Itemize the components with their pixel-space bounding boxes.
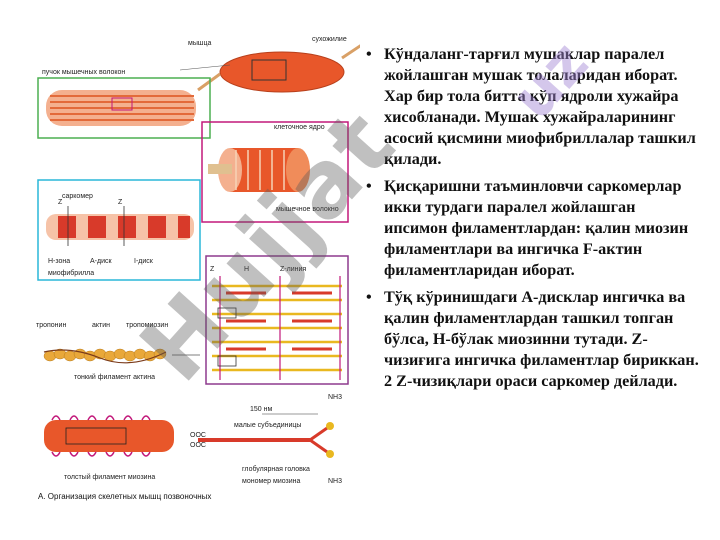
label-cooc-2: ООС bbox=[190, 442, 206, 449]
label-actin: актин bbox=[92, 322, 111, 329]
thin-filament bbox=[43, 348, 167, 364]
label-h-zone: Н-зона bbox=[48, 258, 71, 265]
label-nh3-top: NH3 bbox=[328, 394, 343, 401]
label-h-top: Н bbox=[244, 266, 250, 273]
myosin-monomer bbox=[198, 413, 334, 458]
sarcomere-filaments bbox=[212, 284, 342, 372]
sarcomere-frame bbox=[205, 255, 349, 385]
fiber-bundle-frame bbox=[37, 77, 211, 139]
label-globular-head: глобулярная головка bbox=[242, 466, 310, 473]
myofibril-frame bbox=[37, 179, 201, 281]
label-fiber-bundle: пучок мышечных волокон bbox=[42, 69, 126, 76]
bullet-list: •Кўндаланг-тарғил мушаклар паралел жойла… bbox=[362, 44, 702, 392]
bullet-text: Қисқаришни таъминловчи саркомерлар икки … bbox=[384, 177, 689, 279]
bullet-item: •Қисқаришни таъминловчи саркомерлар икки… bbox=[366, 177, 689, 279]
figure-caption: А. Организация скелетных мышц позвоночны… bbox=[38, 492, 212, 501]
label-tendon: сухожилие bbox=[312, 36, 347, 43]
thick-filament bbox=[44, 415, 174, 457]
label-a-disc: А-диск bbox=[90, 258, 112, 265]
label-tropomyosin: тропомиозин bbox=[126, 322, 169, 329]
label-z1: Z bbox=[58, 199, 63, 206]
label-i-disc: I-диск bbox=[134, 258, 153, 265]
muscle-fiber-frame bbox=[201, 121, 349, 223]
bullet-text: Тўқ кўринишдаги А-дисклар ингичка ва қал… bbox=[384, 288, 699, 390]
label-muscle-fiber: мышечное волокно bbox=[276, 206, 339, 213]
zoom-box-1 bbox=[251, 59, 287, 81]
label-z2: Z bbox=[118, 199, 123, 206]
bullet-item: •Кўндаланг-тарғил мушаклар паралел жойла… bbox=[366, 45, 696, 168]
label-thick-filament: толстый филамент миозина bbox=[64, 474, 156, 481]
label-troponin: тропонин bbox=[36, 322, 67, 329]
muscle-fiber bbox=[208, 148, 310, 192]
label-cooc-1: ООС bbox=[190, 432, 206, 439]
label-myofibril: миофибрилла bbox=[48, 270, 95, 277]
bullet-item: •Тўқ кўринишдаги А-дисклар ингичка ва қа… bbox=[366, 288, 699, 390]
label-150nm: 150 нм bbox=[250, 406, 273, 413]
fiber-bundle bbox=[46, 90, 196, 126]
bullet-text: Кўндаланг-тарғил мушаклар паралел жойлаш… bbox=[384, 45, 696, 168]
label-muscle: мышца bbox=[188, 40, 212, 47]
muscle-organization-figure: мышца сухожилие пучок мышечных волокон к… bbox=[30, 30, 367, 510]
figure-graphic bbox=[37, 40, 367, 458]
label-nh3-bottom: NH3 bbox=[328, 478, 343, 485]
label-cell-nucleus: клеточное ядро bbox=[274, 124, 325, 131]
label-sarcomere: саркомер bbox=[62, 193, 93, 200]
bullet-text-column: •Кўндаланг-тарғил мушаклар паралел жойла… bbox=[362, 44, 702, 398]
label-thin-filament: тонкий филамент актина bbox=[74, 374, 155, 381]
label-z-line: Z-линия bbox=[280, 266, 307, 273]
label-z-top: Z bbox=[210, 266, 215, 273]
label-light-subunits: малые субъединицы bbox=[234, 422, 302, 429]
label-myosin-monomer: мономер миозина bbox=[242, 478, 301, 485]
myofibril bbox=[46, 206, 194, 246]
muscle-body bbox=[219, 51, 345, 93]
